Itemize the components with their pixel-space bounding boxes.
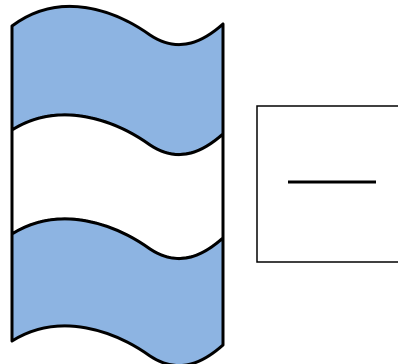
answer-box-frame <box>256 105 398 263</box>
flag-stripe-bottom <box>10 217 225 364</box>
answer-box[interactable] <box>256 105 398 263</box>
wavy-flag <box>10 4 225 364</box>
